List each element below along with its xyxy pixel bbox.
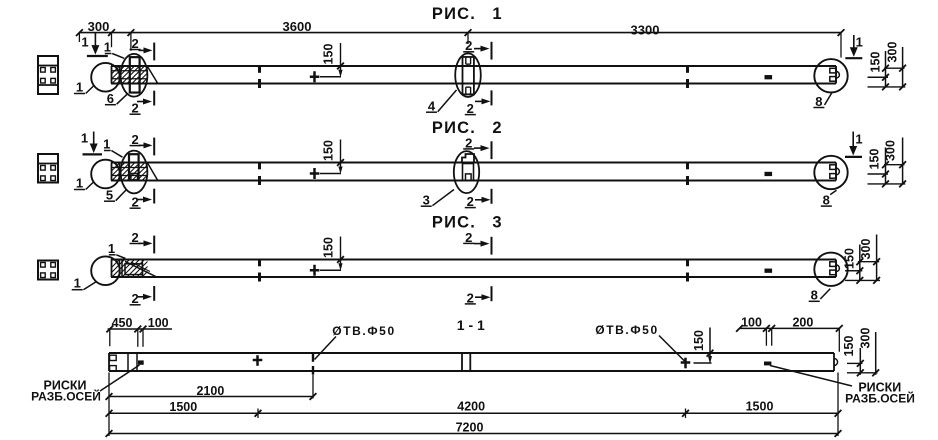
svg-text:3: 3 [423, 193, 430, 208]
svg-text:200: 200 [792, 315, 813, 329]
svg-text:150: 150 [842, 336, 856, 357]
svg-text:8: 8 [823, 192, 830, 207]
svg-text:3300: 3300 [631, 22, 660, 37]
svg-text:1 - 1: 1 - 1 [457, 317, 485, 333]
svg-text:2: 2 [467, 101, 474, 116]
svg-text:1: 1 [855, 132, 862, 147]
svg-text:2: 2 [131, 291, 138, 306]
svg-text:4: 4 [428, 99, 436, 114]
svg-text:1: 1 [492, 5, 501, 23]
svg-text:2: 2 [131, 195, 138, 210]
svg-text:РИС.: РИС. [432, 214, 476, 232]
svg-text:ØТВ.Ф50: ØТВ.Ф50 [332, 324, 395, 338]
svg-text:300: 300 [885, 42, 899, 63]
svg-text:7200: 7200 [456, 420, 484, 434]
svg-text:РИС.: РИС. [432, 119, 476, 137]
svg-text:2: 2 [131, 230, 138, 245]
svg-text:ØТВ.Ф50: ØТВ.Ф50 [595, 323, 658, 337]
svg-text:5: 5 [106, 188, 113, 203]
svg-text:4200: 4200 [457, 399, 485, 413]
svg-text:300: 300 [859, 239, 873, 260]
svg-text:1: 1 [81, 131, 88, 146]
svg-text:1: 1 [81, 35, 88, 50]
svg-text:300: 300 [88, 19, 110, 34]
svg-text:1500: 1500 [746, 399, 774, 413]
svg-text:150: 150 [322, 44, 336, 65]
svg-text:1: 1 [856, 35, 863, 50]
svg-text:150: 150 [868, 149, 882, 170]
svg-text:150: 150 [692, 330, 706, 351]
svg-text:РИСКИ: РИСКИ [44, 379, 87, 393]
svg-text:8: 8 [811, 288, 818, 303]
svg-text:2: 2 [465, 230, 472, 245]
svg-text:300: 300 [884, 140, 898, 161]
svg-text:1: 1 [103, 137, 110, 152]
svg-text:1: 1 [76, 176, 83, 191]
svg-text:100: 100 [741, 315, 762, 329]
svg-text:1500: 1500 [169, 400, 197, 414]
svg-text:100: 100 [148, 316, 169, 330]
svg-text:1: 1 [108, 241, 115, 256]
svg-text:150: 150 [322, 237, 336, 258]
svg-text:2: 2 [131, 101, 138, 116]
svg-text:450: 450 [112, 316, 133, 330]
svg-text:2: 2 [467, 290, 474, 305]
svg-text:РИСКИ: РИСКИ [858, 381, 901, 395]
svg-text:150: 150 [843, 248, 857, 269]
svg-text:2: 2 [131, 36, 138, 51]
svg-text:1: 1 [76, 80, 83, 95]
svg-text:3: 3 [492, 214, 501, 232]
svg-text:300: 300 [858, 328, 872, 349]
svg-text:РАЗБ.ОСЕЙ: РАЗБ.ОСЕЙ [31, 389, 101, 404]
svg-text:1: 1 [74, 276, 81, 291]
svg-text:3600: 3600 [283, 19, 312, 34]
svg-text:150: 150 [869, 52, 883, 73]
svg-text:2: 2 [492, 119, 501, 137]
svg-text:2: 2 [465, 38, 472, 53]
svg-text:1: 1 [104, 40, 111, 55]
svg-text:2: 2 [465, 135, 472, 150]
svg-text:2100: 2100 [196, 384, 224, 398]
svg-text:8: 8 [815, 94, 822, 109]
svg-text:6: 6 [107, 91, 114, 106]
svg-text:2: 2 [131, 132, 138, 147]
svg-text:РИС.: РИС. [432, 5, 476, 23]
svg-text:150: 150 [322, 140, 336, 161]
svg-text:2: 2 [467, 194, 474, 209]
svg-text:РАЗБ.ОСЕЙ: РАЗБ.ОСЕЙ [845, 391, 915, 406]
